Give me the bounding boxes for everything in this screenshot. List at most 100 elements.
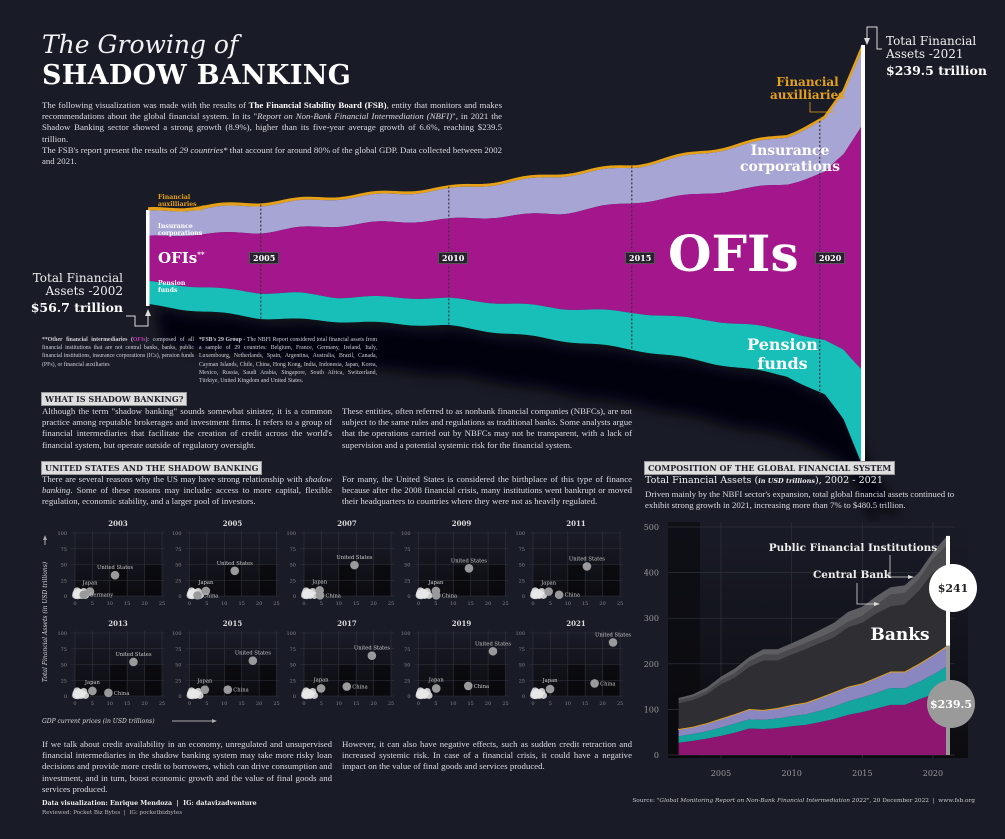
x-tick-label: 20 — [485, 601, 491, 607]
stream-shadow — [156, 307, 903, 533]
x-tick-label: 25 — [502, 601, 508, 607]
scatter-point-other — [421, 691, 429, 699]
scatter-point-china — [193, 591, 202, 600]
source-report: "Global Monitoring Report on Non-Bank Fi… — [656, 798, 870, 804]
y-tick-label: 75 — [519, 547, 525, 553]
x-tick-label: 5 — [549, 701, 552, 707]
y-tick-label: 50 — [175, 563, 181, 569]
x-tick-label: 5 — [434, 701, 437, 707]
scatter-point-china — [223, 685, 233, 694]
x-tick-label: 15 — [468, 601, 474, 607]
fsb-group-note: *FSB's 29 Group - The NBFI Report consid… — [199, 336, 377, 385]
y-tick-label: 100 — [515, 531, 525, 537]
us-text: There are several reasons why the US may… — [42, 474, 306, 484]
x-tick-label: 20 — [599, 701, 605, 707]
y-tick-label: 50 — [519, 563, 525, 569]
x-tick-label: 0 — [188, 601, 191, 607]
x-tick-label: 5 — [205, 701, 208, 707]
y-tick-label: 100 — [644, 705, 659, 714]
x-tick-label: 10 — [450, 601, 456, 607]
intro-text-part: , entity that monitors and makes recomme… — [42, 100, 502, 122]
scatter-label: United States — [235, 651, 271, 657]
y-tick-label: 75 — [175, 547, 181, 553]
x-tick-label: 5 — [205, 601, 208, 607]
cb-connector — [856, 583, 876, 605]
x-tick-label: 15 — [468, 701, 474, 707]
end-bar — [861, 45, 865, 465]
scatter-point-japan — [431, 684, 441, 693]
intro-text-part: that account for around 80% of the globa… — [42, 144, 502, 167]
x-tick-label: 0 — [417, 601, 420, 607]
non-nbfi-circle — [929, 564, 977, 612]
scatter-label: Japan — [84, 680, 101, 686]
scatter-point-united-states — [367, 651, 377, 660]
x-tick-label: 2015 — [852, 769, 872, 778]
aux-big-label: Financial auxilliaries — [770, 75, 845, 102]
what-section-header: WHAT IS SHADOW BANKING? — [41, 392, 188, 406]
scatter-label: United States — [115, 652, 151, 658]
scatter-label: China — [352, 685, 367, 691]
us-text-italic: shadow banking — [42, 474, 332, 496]
start-total-label: Total Financial Assets -2002 — [32, 271, 123, 298]
x-tick-label: 10 — [336, 601, 342, 607]
scatter-point-germany — [79, 590, 88, 600]
scatter-label: United States — [569, 556, 605, 562]
intro-text-part: ", in 2021 the Shadow Banking sector sho… — [42, 111, 503, 144]
x-tick-label: 15 — [353, 701, 359, 707]
scatter-label: United States — [217, 561, 253, 567]
y-tick-label: 0 — [407, 594, 410, 600]
x-tick-label: 20 — [256, 601, 262, 607]
y-tick-label: 75 — [290, 547, 296, 553]
area-series-insurance — [678, 646, 948, 737]
x-tick-label: 20 — [370, 601, 376, 607]
nbfi-value: $239.5 — [930, 698, 972, 711]
y-tick-label: 75 — [61, 547, 67, 553]
what-col1: Although the term "shadow banking" sound… — [42, 406, 332, 450]
x-tick-label: 10 — [336, 701, 342, 707]
y-tick-label: 0 — [178, 694, 181, 700]
scatter-point-united-states — [464, 563, 474, 573]
subtitle-text: ), 2002 - 2021 — [814, 475, 883, 486]
scatter-label: Japan — [542, 678, 559, 684]
y-tick-label: 25 — [404, 678, 410, 684]
y-tick-label: 75 — [519, 647, 525, 653]
y-tick-label: 50 — [519, 663, 525, 669]
scatter-label: United States — [354, 646, 390, 652]
note-bold: *FSB's 29 Group — [199, 337, 242, 343]
aux-small-connector — [180, 205, 204, 211]
scatter-point-other — [192, 691, 200, 699]
stream-layer-insurance — [148, 49, 863, 237]
scatter-label: Japan — [311, 579, 328, 585]
scatter-point-japan — [544, 587, 553, 596]
y-tick-label: 100 — [401, 531, 411, 537]
scatter-point-japan — [200, 685, 210, 694]
scatter-point-other — [535, 691, 543, 699]
x-tick-label: 0 — [73, 701, 76, 707]
countries-count: 29 countries* — [179, 144, 228, 155]
y-tick-label: 50 — [404, 563, 410, 569]
scatter-point-china — [590, 679, 599, 688]
note-text: ): composed of all financial institution… — [42, 337, 194, 368]
ofis-footnote-mark: ** — [197, 250, 205, 259]
subtitle-unit: in USD trillions — [758, 477, 815, 485]
scatter-label: China — [474, 684, 489, 690]
scatter-label: Japan — [428, 677, 445, 683]
scatter-point-other — [535, 591, 543, 599]
scatter-label: United States — [451, 558, 487, 564]
x-tick-label: 25 — [617, 601, 623, 607]
scatter-point-united-states — [608, 638, 618, 647]
scatter-point-china — [342, 682, 352, 691]
scatter-label: United States — [336, 555, 372, 561]
scatter-x-axis-label: GDP current prices (in USD trillions) — [42, 718, 155, 725]
scatter-point-united-states — [350, 560, 359, 570]
non-nbfi-value: $241 — [938, 582, 969, 595]
x-tick-label: 0 — [302, 701, 305, 707]
panel-year-title: 2011 — [566, 519, 586, 528]
scatter-label: Japan — [196, 679, 213, 685]
y-tick-label: 0 — [178, 594, 181, 600]
y-tick-label: 25 — [519, 578, 525, 584]
y-tick-label: 0 — [293, 694, 296, 700]
